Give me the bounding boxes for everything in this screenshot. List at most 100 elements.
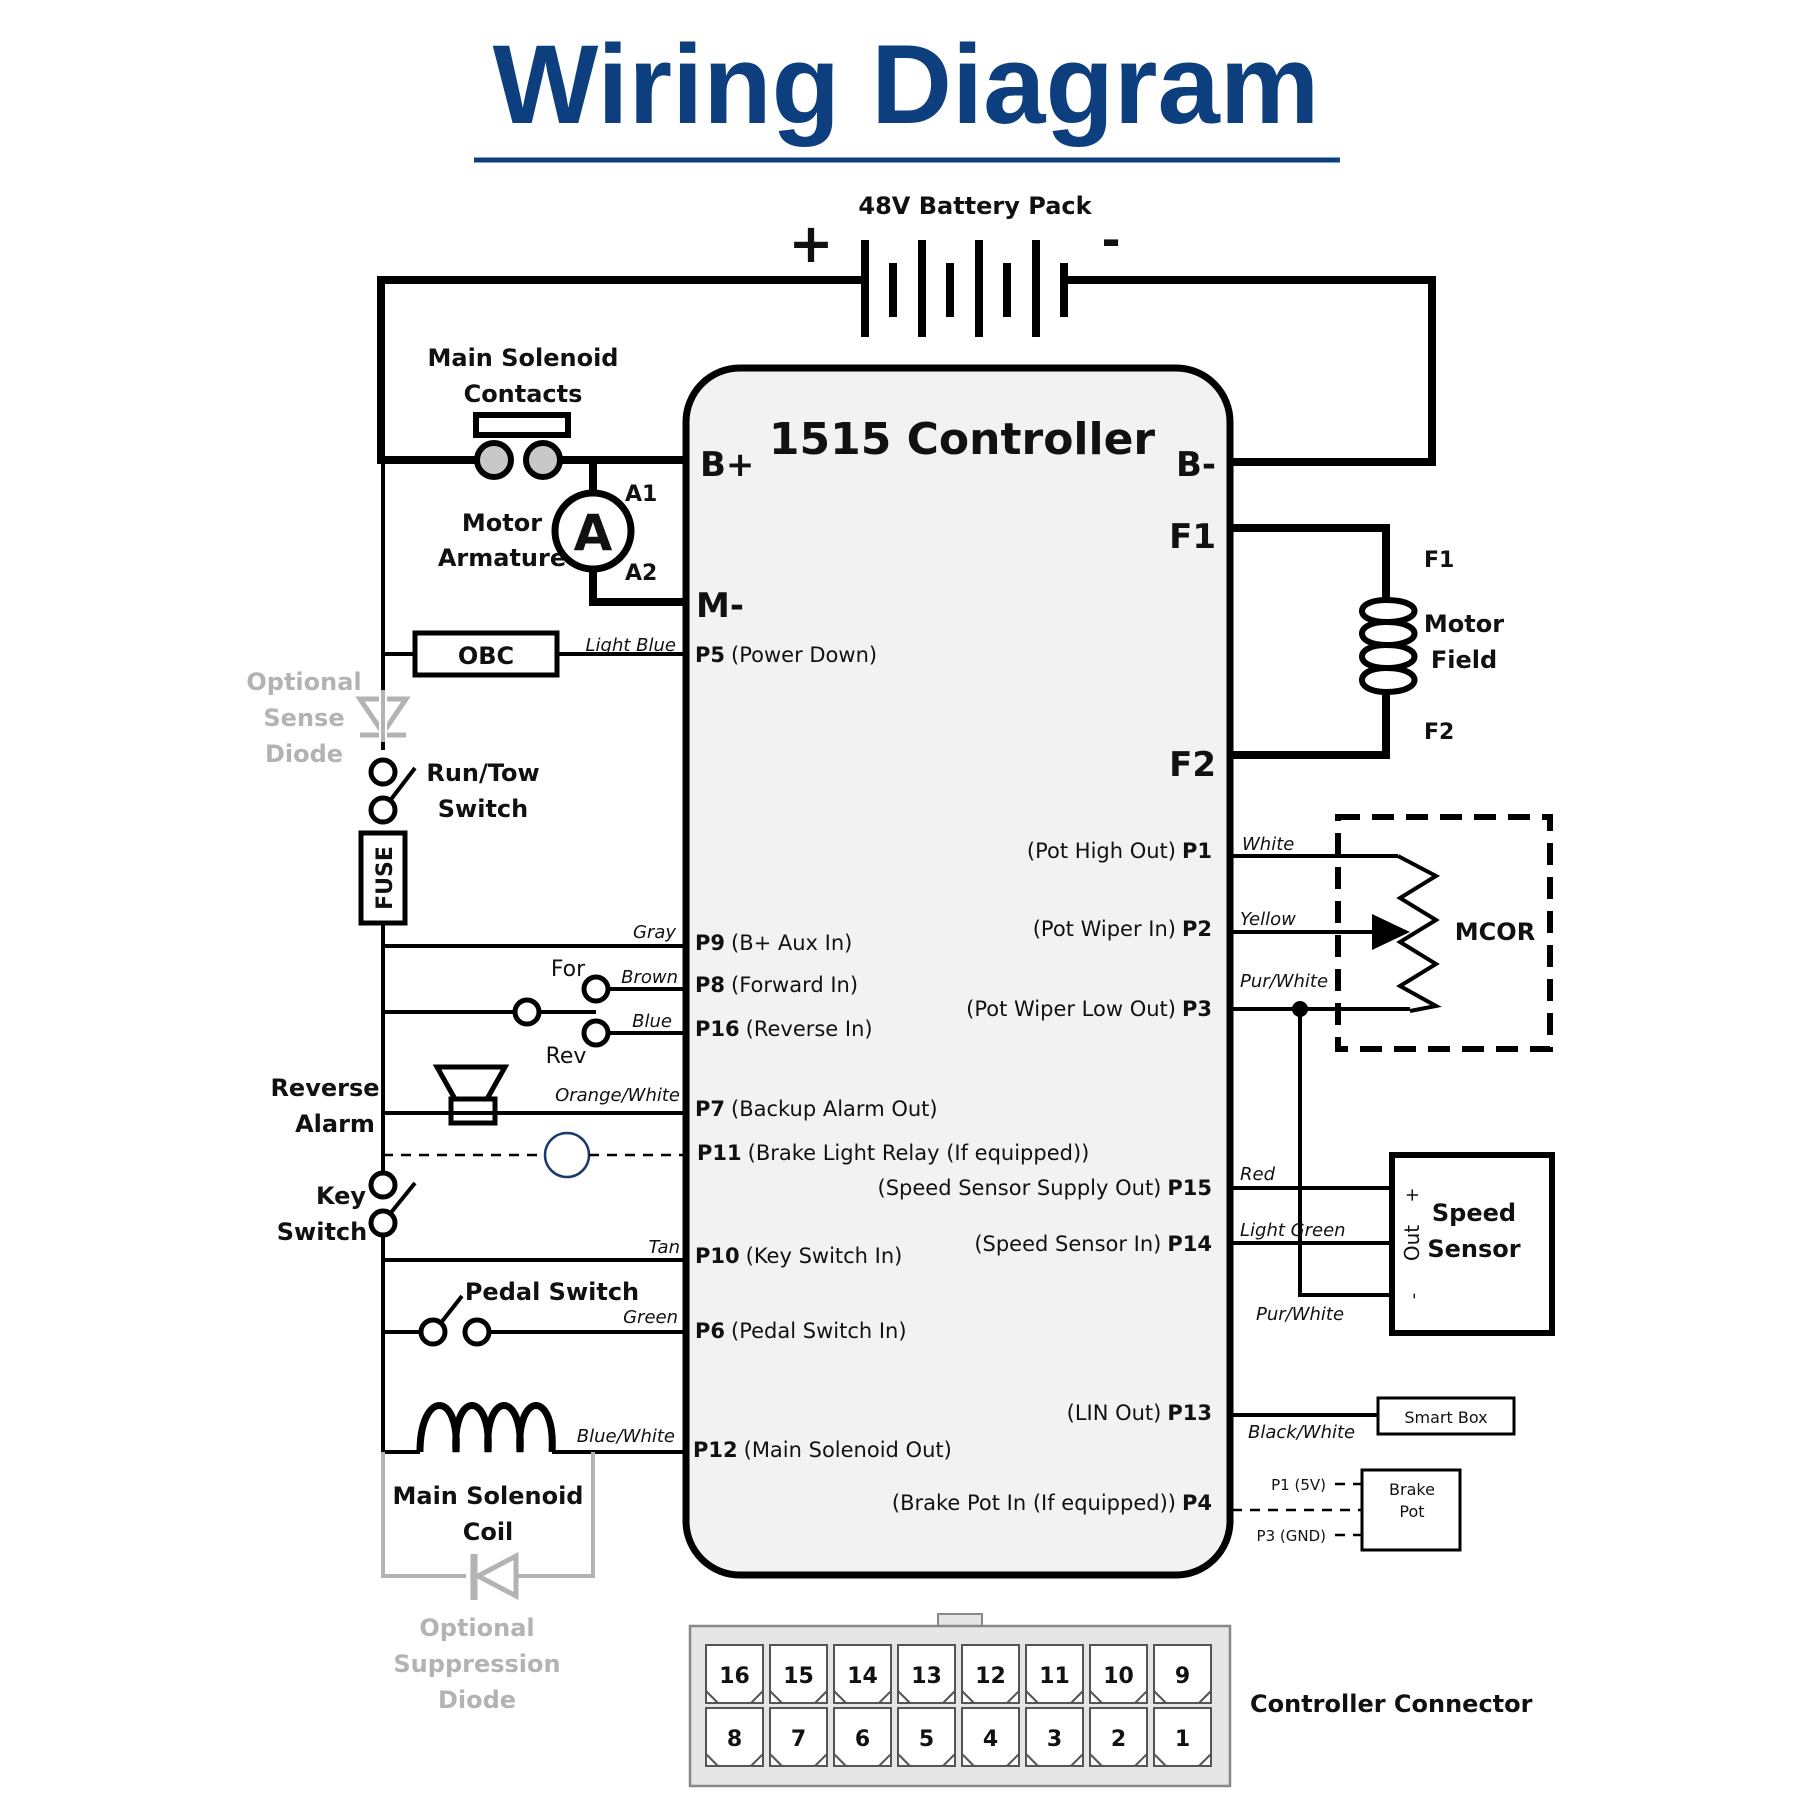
connector-pin-2: 2 xyxy=(1089,1707,1148,1767)
mcor-pot-symbol xyxy=(1232,854,1442,1013)
forward-reverse-switch-symbol xyxy=(383,974,611,1048)
pin-label-p11: P11(Brake Light Relay (If equipped)) xyxy=(697,1141,1089,1165)
right-pin-labels: (Pot High Out)P1 (Pot Wiper In)P2 (Pot W… xyxy=(878,839,1212,1515)
main-solenoid-coil-symbol xyxy=(383,1402,688,1454)
motor-armature-label-2: Armature xyxy=(438,544,566,572)
brake-pot-label-2: Pot xyxy=(1399,1502,1424,1521)
run-tow-switch-label-2: Switch xyxy=(438,795,528,823)
controller-b-plus: B+ xyxy=(700,445,754,485)
connector-pin-number: 5 xyxy=(919,1727,934,1752)
pin-label-p15: (Speed Sensor Supply Out)P15 xyxy=(878,1176,1212,1200)
controller-b-minus: B- xyxy=(1176,445,1216,485)
diagram-title: Wiring Diagram xyxy=(493,22,1320,147)
optional-sense-diode-label-1: Optional xyxy=(246,668,361,696)
speed-sensor-box xyxy=(1389,1152,1555,1336)
key-switch-label-2: Switch xyxy=(277,1218,367,1246)
left-pin-labels: P5(Power Down) P9(B+ Aux In) P8(Forward … xyxy=(693,643,1089,1462)
key-switch-symbol xyxy=(368,1160,417,1260)
motor-armature-symbol xyxy=(551,489,635,573)
pin-label-p12: P12(Main Solenoid Out) xyxy=(693,1438,952,1462)
connector-pin-number: 12 xyxy=(975,1664,1006,1689)
connector-pin-5: 5 xyxy=(897,1707,956,1767)
key-switch-label-1: Key xyxy=(316,1182,366,1210)
connector-pin-11: 11 xyxy=(1025,1644,1084,1704)
optional-sense-diode-label-3: Diode xyxy=(265,740,343,768)
connector-pin-number: 2 xyxy=(1111,1727,1126,1752)
controller-name: 1515 Controller xyxy=(769,414,1156,465)
pin-label-p9: P9(B+ Aux In) xyxy=(695,931,852,955)
connector-pin-number: 9 xyxy=(1175,1664,1190,1689)
connector-pin-14: 14 xyxy=(833,1644,892,1704)
wire-pur-white-2: Pur/White xyxy=(1256,1304,1344,1325)
pin-label-p1: (Pot High Out)P1 xyxy=(1027,839,1212,863)
pin-label-p2: (Pot Wiper In)P2 xyxy=(1033,917,1212,941)
pedal-switch-symbol xyxy=(383,1294,688,1347)
field-f2-label: F2 xyxy=(1424,720,1454,745)
connector-pin-number: 4 xyxy=(983,1727,998,1752)
wire-light-blue: Light Blue xyxy=(586,635,676,656)
fuse-label: FUSE xyxy=(373,846,398,910)
connector-pin-number: 14 xyxy=(847,1664,878,1689)
smart-box-label: Smart Box xyxy=(1404,1408,1487,1427)
controller-body xyxy=(682,364,1234,1579)
connector-pin-number: 6 xyxy=(855,1727,870,1752)
wire-green: Green xyxy=(623,1307,678,1328)
wire-brown: Brown xyxy=(621,967,678,988)
motor-armature-label-1: Motor xyxy=(462,509,542,537)
motor-field-label-1: Motor xyxy=(1424,610,1504,638)
connector-pin-number: 3 xyxy=(1047,1727,1062,1752)
mcor-box xyxy=(1335,814,1553,1052)
run-tow-switch-symbol xyxy=(368,757,417,825)
wire-tan: Tan xyxy=(648,1237,680,1258)
connector-pin-number: 13 xyxy=(911,1664,942,1689)
main-solenoid-contacts-label-2: Contacts xyxy=(464,380,583,408)
brake-pot-p3-label: P3 (GND) xyxy=(1257,1527,1326,1545)
power-wires xyxy=(377,276,1436,606)
connector-pin-12: 12 xyxy=(961,1644,1020,1704)
optional-sense-diode-label-2: Sense xyxy=(263,704,344,732)
optional-suppression-diode-label-3: Diode xyxy=(438,1686,516,1714)
suppression-diode-symbol xyxy=(381,1452,595,1601)
obc-label: OBC xyxy=(458,642,514,670)
battery-minus-sign: - xyxy=(1101,213,1120,267)
speed-sensor-plus: + xyxy=(1402,1187,1423,1202)
pin-label-p3: (Pot Wiper Low Out)P3 xyxy=(966,997,1212,1021)
pin-label-p4: (Brake Pot In (If equipped))P4 xyxy=(892,1491,1212,1515)
reverse-alarm-label-1: Reverse xyxy=(270,1074,379,1102)
obc-box xyxy=(412,630,560,678)
pedal-switch-label: Pedal Switch xyxy=(465,1278,639,1306)
connector-pin-1: 1 xyxy=(1153,1707,1212,1767)
connector-pin-number: 8 xyxy=(727,1727,742,1752)
connector-pin-7: 7 xyxy=(769,1707,828,1767)
reverse-alarm-label-2: Alarm xyxy=(295,1110,375,1138)
controller-f2: F2 xyxy=(1169,745,1216,785)
speed-sensor-minus: - xyxy=(1403,1293,1424,1300)
connector-pin-number: 15 xyxy=(783,1664,814,1689)
connector-bottom-row: 8 7 6 5 4 3 2 1 xyxy=(705,1707,1212,1767)
field-f1-label: F1 xyxy=(1424,548,1454,573)
wire-yellow: Yellow xyxy=(1240,909,1296,930)
wire-light-green: Light Green xyxy=(1240,1220,1346,1241)
connector-pin-number: 7 xyxy=(791,1727,806,1752)
mcor-label: MCOR xyxy=(1455,918,1535,946)
battery-symbol xyxy=(861,240,1068,337)
pin-label-p5: P5(Power Down) xyxy=(695,643,877,667)
controller-m-minus: M- xyxy=(696,586,744,626)
brake-pot-box xyxy=(1360,1468,1462,1552)
connector-pin-13: 13 xyxy=(897,1644,956,1704)
fuse-box xyxy=(358,830,408,926)
connector-pin-16: 16 xyxy=(705,1644,764,1704)
pin-label-p13: (LIN Out)P13 xyxy=(1067,1401,1212,1425)
battery-label: 48V Battery Pack xyxy=(858,192,1092,220)
wire-red: Red xyxy=(1240,1164,1276,1185)
speed-sensor-out: Out xyxy=(1400,1225,1424,1261)
sense-diode-symbol xyxy=(355,690,411,742)
main-solenoid-coil-label-1: Main Solenoid xyxy=(392,1482,583,1510)
armature-letter: A xyxy=(574,504,613,562)
connector-pin-number: 16 xyxy=(719,1664,750,1689)
rev-label: Rev xyxy=(546,1044,587,1069)
armature-a2: A2 xyxy=(625,561,657,586)
pin-label-p8: P8(Forward In) xyxy=(695,973,858,997)
